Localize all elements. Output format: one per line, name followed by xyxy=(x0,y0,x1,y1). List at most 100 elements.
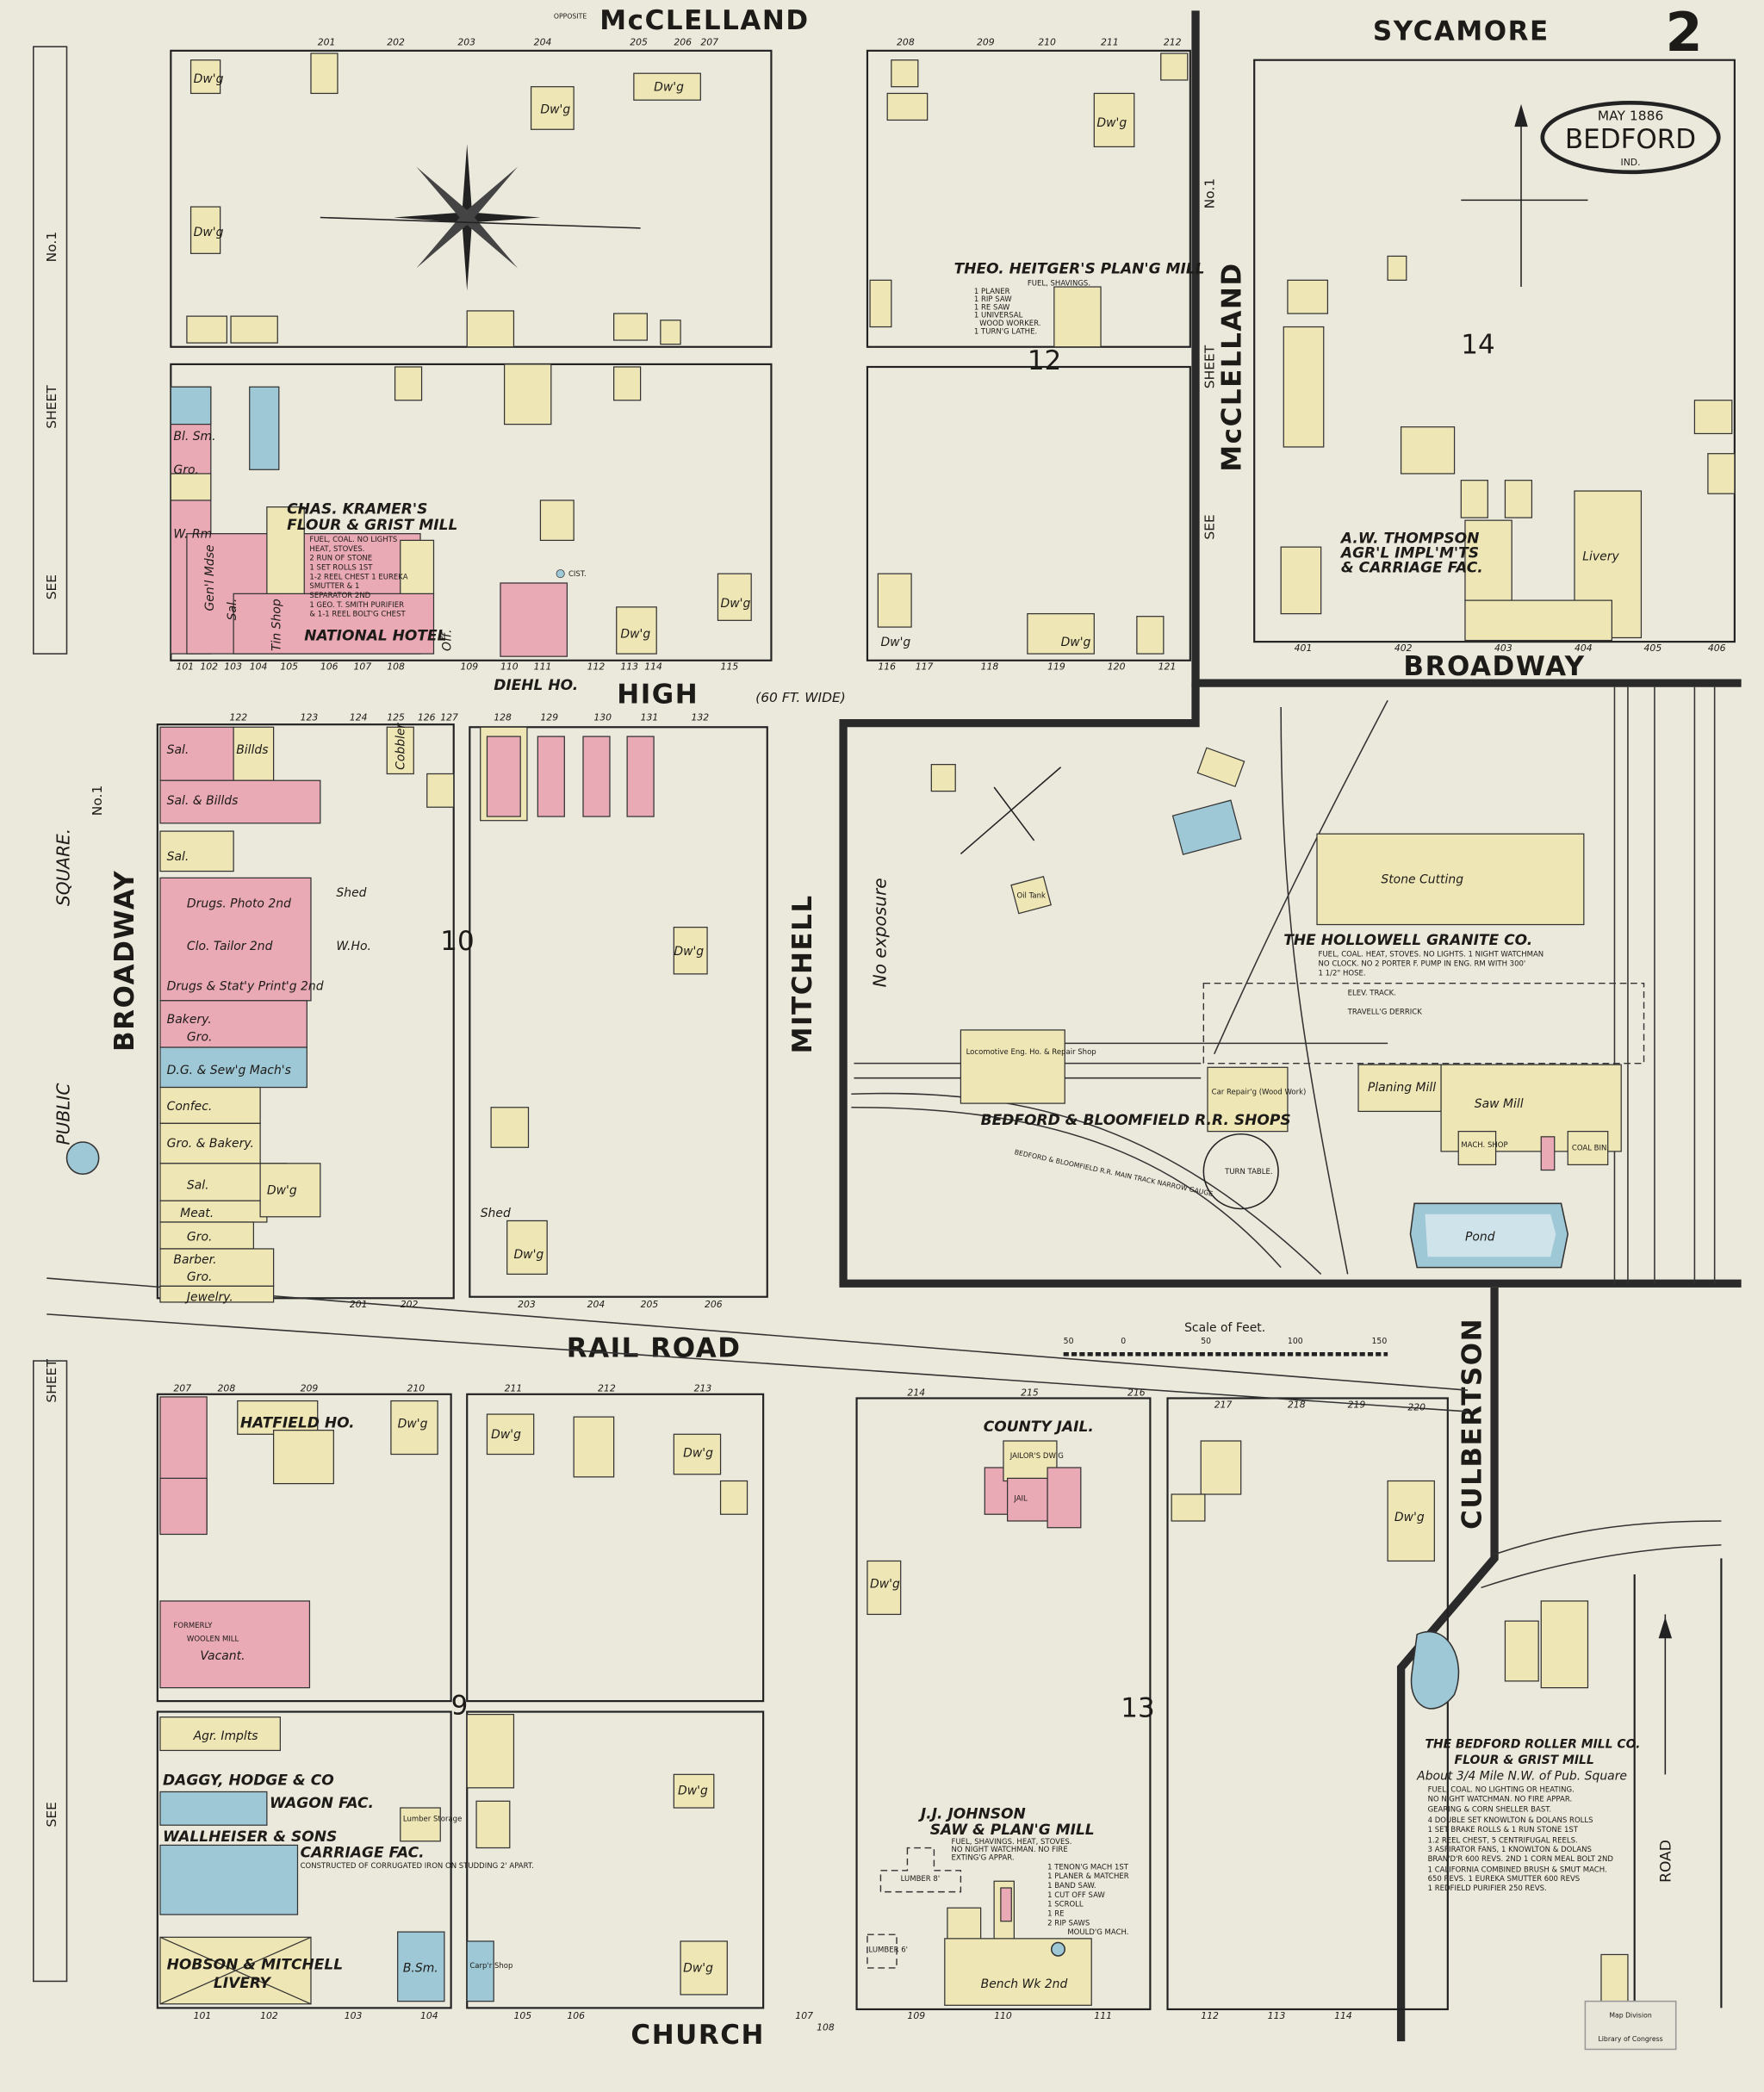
public-label: PUBLIC xyxy=(53,1083,74,1145)
businesses-heitger-notes-3-label: 1 UNIVERSAL xyxy=(974,312,1023,320)
minor-carp-label: Carp'r Shop xyxy=(469,1962,512,1971)
businesses-roller-notes-10-label: 1 REDFIELD PURIFIER 250 REVS. xyxy=(1428,1884,1547,1893)
minor-shed-label: Shed xyxy=(336,886,366,900)
businesses-livery-label: LIVERY xyxy=(214,1975,272,1992)
businesses-wallheiser-label: WALLHEISER & SONS xyxy=(163,1828,337,1846)
lot-numbers-church-7-label: 108 xyxy=(817,2022,835,2033)
scale-ticks-1-label: 0 xyxy=(1121,1337,1126,1346)
lot-numbers-high-n-4-label: 105 xyxy=(280,661,298,673)
businesses-oil-tank-label: Oil Tank xyxy=(1016,892,1046,901)
shops-broadway-19-label: Gen'l Mdse xyxy=(203,544,217,611)
lot-numbers-high-n-13-label: 114 xyxy=(644,661,662,673)
lot-numbers-high-n-8-label: 109 xyxy=(460,661,478,673)
lot-numbers-high-n-18-label: 119 xyxy=(1047,661,1065,673)
buildings-block-10: Cobbler Sal. Billds Sal. & Billds Sal. D… xyxy=(159,722,708,1304)
businesses-daggy-label: DAGGY, HODGE & CO xyxy=(163,1772,334,1790)
businesses-travelling-derrick-label: TRAVELL'G DERRICK xyxy=(1347,1008,1423,1016)
businesses-roller-notes-7-label: BRAN'D'R 600 REVS. 2ND 1 CORN MEAL BOLT … xyxy=(1428,1855,1614,1864)
minor-dwg-label: Dw'g xyxy=(654,80,684,94)
businesses-johnson-mach-6-label: 2 RIP SAWS xyxy=(1047,1919,1090,1927)
scale-ticks-3-label: 100 xyxy=(1288,1337,1303,1346)
businesses-jail-label: JAIL xyxy=(1013,1495,1028,1504)
lot-numbers-top-3-label: 204 xyxy=(534,37,552,48)
businesses-johnson-mach-2-label: 1 BAND SAW. xyxy=(1047,1882,1096,1890)
streets-sheet-c-label: SHEET xyxy=(1202,345,1218,388)
businesses-heitger-notes-0-label: 1 PLANER xyxy=(974,288,1010,296)
lot-numbers-rr-n-1-label: 202 xyxy=(401,1299,419,1310)
businesses-kramer-notes-3-label: 1 SET ROLLS 1ST xyxy=(309,563,373,572)
lot-numbers-rr-n-5-label: 206 xyxy=(705,1299,723,1310)
block-number-13: 13 xyxy=(1121,1693,1154,1724)
minor-dwg-label: Dw'g xyxy=(674,945,704,959)
lot-numbers-broadway-right-1-label: 402 xyxy=(1394,642,1413,654)
minor-bsm-label: B.Sm. xyxy=(403,1962,438,1976)
lot-numbers-high-s-6-label: 128 xyxy=(494,712,512,723)
streets-no1-a-label: No.1 xyxy=(44,232,59,263)
scale-ticks-0-label: 50 xyxy=(1064,1337,1074,1346)
shops-broadway-15-label: Barber. xyxy=(173,1253,216,1267)
businesses-johnson-mach-1-label: 1 PLANER & MATCHER xyxy=(1047,1872,1129,1881)
businesses-heitger-notes-1-label: 1 RIP SAW xyxy=(974,295,1012,304)
businesses-johnson-mach-7-label: MOULD'G MACH. xyxy=(1067,1928,1128,1937)
minor-dwg-label: Dw'g xyxy=(870,1577,900,1591)
businesses-johnson-mach-4-label: 1 SCROLL xyxy=(1047,1901,1084,1909)
lot-numbers-church-2-label: 103 xyxy=(345,2010,363,2021)
lot-numbers-high-s-2-label: 124 xyxy=(350,712,368,723)
square-label: SQUARE. xyxy=(53,829,74,906)
lot-numbers-broadway-right-2-label: 403 xyxy=(1494,642,1512,654)
businesses-wagon-fac-label: WAGON FAC. xyxy=(270,1795,374,1812)
minor-dwg-label: Dw'g xyxy=(1096,116,1127,130)
businesses-car-repair-label: Car Repair'g (Wood Work) xyxy=(1212,1088,1307,1096)
shops-broadway-13-label: Meat. xyxy=(180,1207,214,1220)
businesses-carriage-note-label: CONSTRUCTED OF CORRUGATED IRON ON STUDDI… xyxy=(301,1862,534,1871)
minor-shed-label: Shed xyxy=(481,1207,511,1220)
businesses-roller-notes-6-label: 3 ASPIRATOR FANS, 1 KNOWLTON & DOLANS xyxy=(1428,1846,1592,1854)
high-width: (60 FT. WIDE) xyxy=(755,690,846,705)
lot-numbers-rr-s-6-label: 213 xyxy=(694,1383,712,1394)
businesses-kramer-notes-0-label: FUEL, COAL. NO LIGHTS xyxy=(309,536,397,544)
businesses-heitger-notes-5-label: 1 TURN'G LATHE. xyxy=(974,327,1037,336)
lot-numbers-rr-s-8-label: 215 xyxy=(1021,1387,1039,1398)
scale-ticks-4-label: 150 xyxy=(1372,1337,1388,1346)
block-number-12: 12 xyxy=(1028,345,1061,376)
lot-numbers-church-1-label: 102 xyxy=(260,2010,278,2021)
lot-numbers-top-0-label: 201 xyxy=(318,37,336,48)
businesses-lumber-6-label: LUMBER 6' xyxy=(869,1946,909,1954)
street-culbertson: CULBERTSON xyxy=(1457,1318,1488,1530)
heitger-mill-title: THEO. HEITGER'S PLAN'G MILL xyxy=(954,261,1205,278)
businesses-roller-notes-9-label: 650 REVS. 1 EUREKA SMUTTER 600 REVS xyxy=(1428,1875,1581,1884)
cobbler-label: Cobbler xyxy=(394,722,407,769)
lot-numbers-broadway-right-4-label: 405 xyxy=(1644,642,1662,654)
businesses-jailors-dwg-label: JAILOR'S DW'G xyxy=(1009,1452,1064,1461)
lot-numbers-high-n-15-label: 116 xyxy=(878,661,896,673)
businesses-roller-notes-5-label: 1.2 REEL CHEST, 5 CENTRIFUGAL REELS. xyxy=(1428,1836,1578,1845)
cistern-public-square xyxy=(65,1141,100,1175)
businesses-hollowell-notes-1-label: NO CLOCK. NO 2 PORTER F. PUMP IN ENG. RM… xyxy=(1319,960,1526,969)
street-high: HIGH xyxy=(617,679,699,710)
buildings-heitger-block: Dw'g THEO. HEITGER'S PLAN'G MILL FUEL, S… xyxy=(869,53,1205,655)
lot-numbers-high-s-1-label: 123 xyxy=(301,712,319,723)
businesses-johnson-notes-2-label: EXTING'G APPAR. xyxy=(952,1853,1015,1862)
shops-broadway-9-label: D.G. & Sew'g Mach's xyxy=(167,1064,291,1077)
businesses-lumber-storage-label: Lumber Storage xyxy=(403,1816,462,1824)
businesses-stone-cutting-label: Stone Cutting xyxy=(1381,873,1463,887)
businesses-loco-shop-label: Locomotive Eng. Ho. & Repair Shop xyxy=(966,1048,1096,1057)
businesses-roller-notes-4-label: 1 SET BRAKE ROLLS & 1 RUN STONE 1ST xyxy=(1428,1826,1579,1834)
businesses-johnson-mach-3-label: 1 CUT OFF SAW xyxy=(1047,1891,1105,1900)
lot-numbers-high-s-3-label: 125 xyxy=(387,712,405,723)
lot-numbers-rr-n-4-label: 205 xyxy=(641,1299,659,1310)
buildings-roller-mill: THE BEDFORD ROLLER MILL CO. FLOUR & GRIS… xyxy=(1410,1600,1640,2002)
lot-numbers-church-12-label: 113 xyxy=(1268,2010,1286,2021)
lot-numbers-high-n-9-label: 110 xyxy=(500,661,519,673)
lot-numbers-high-s-9-label: 131 xyxy=(641,712,659,723)
shops-broadway-4-label: Drugs. Photo 2nd xyxy=(187,897,291,910)
lot-numbers-church-5-label: 106 xyxy=(567,2010,585,2021)
shops-broadway-23-label: W. Rm xyxy=(173,527,212,541)
businesses-county-jail-label: COUNTY JAIL. xyxy=(984,1418,1094,1436)
minor-dwg-label: Dw'g xyxy=(683,1447,713,1461)
businesses-kramer-notes-7-label: 1 GEO. T. SMITH PURIFIER xyxy=(309,601,404,610)
kramer-mill-title: CHAS. KRAMER'S xyxy=(287,500,427,518)
town-name: BEDFORD xyxy=(1565,124,1696,155)
lot-numbers-high-n-3-label: 104 xyxy=(250,661,268,673)
